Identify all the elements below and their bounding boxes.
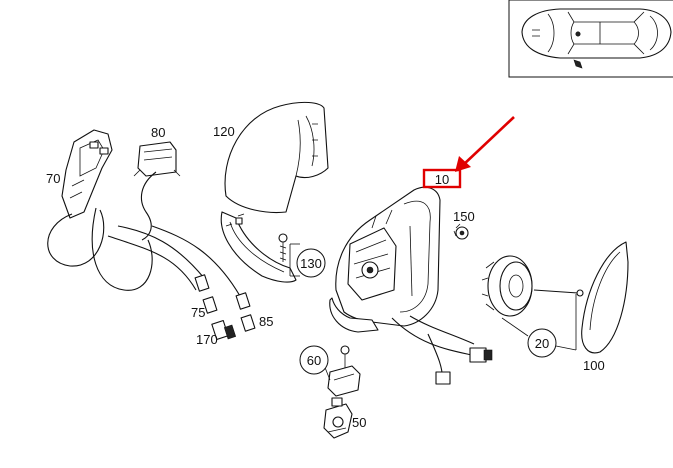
part-100-mirror-glass <box>581 241 629 354</box>
screw-130 <box>278 233 288 262</box>
callout-circle-130 <box>296 248 326 278</box>
label-part-75[interactable]: 75 <box>191 305 205 320</box>
vehicle-locator-inset <box>508 0 673 78</box>
part-60-mounting-base <box>327 345 361 397</box>
label-part-85[interactable]: 85 <box>259 314 273 329</box>
connector-170 <box>211 319 237 341</box>
label-part-70[interactable]: 70 <box>46 171 60 186</box>
label-part-20[interactable]: 20 <box>535 336 549 351</box>
connector-75 <box>194 274 218 314</box>
part-150-grommet <box>453 226 469 240</box>
label-part-50[interactable]: 50 <box>352 415 366 430</box>
wiring-harness-left <box>47 171 241 297</box>
label-part-10[interactable]: 10 <box>435 172 449 187</box>
connector-85 <box>235 292 256 332</box>
label-part-60[interactable]: 60 <box>307 353 321 368</box>
part-70-control-bracket <box>61 129 113 219</box>
part-120-mirror-cover <box>224 101 329 213</box>
part-80-connector-housing <box>133 141 181 177</box>
wiring-harness-right <box>391 315 493 385</box>
label-part-80[interactable]: 80 <box>151 125 165 140</box>
highlight-box-10 <box>422 168 462 189</box>
label-part-170[interactable]: 170 <box>196 332 218 347</box>
callout-circle-60 <box>299 345 329 375</box>
part-50-base-adapter <box>323 397 353 439</box>
car-top-view-icon <box>521 8 672 69</box>
label-part-100[interactable]: 100 <box>583 358 605 373</box>
highlight-arrow <box>455 116 515 172</box>
label-part-150[interactable]: 150 <box>453 209 475 224</box>
part-10-mirror-housing <box>329 186 441 333</box>
label-part-120[interactable]: 120 <box>213 124 235 139</box>
label-part-130[interactable]: 130 <box>300 256 322 271</box>
callout-circle-20 <box>527 328 557 358</box>
part-130-turn-signal-lamp <box>220 211 297 283</box>
part-20-adjustment-motor <box>481 255 584 317</box>
